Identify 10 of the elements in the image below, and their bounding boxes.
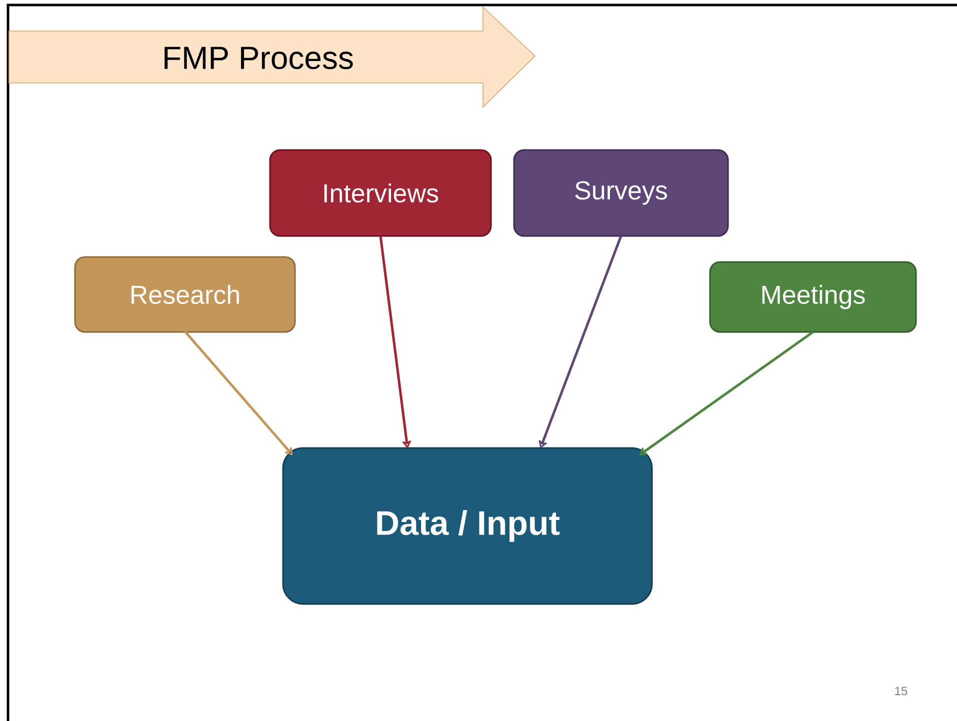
source-box: Interviews [269, 149, 492, 237]
arrow [184, 330, 293, 456]
source-box: Surveys [513, 149, 729, 237]
arrow [639, 331, 814, 456]
arrow [538, 236, 622, 448]
data-box: Data / Input [282, 447, 653, 605]
arrow [379, 236, 411, 448]
page-number: 15 [895, 686, 908, 696]
source-box: Research [74, 256, 296, 333]
source-box: Meetings [709, 261, 917, 333]
